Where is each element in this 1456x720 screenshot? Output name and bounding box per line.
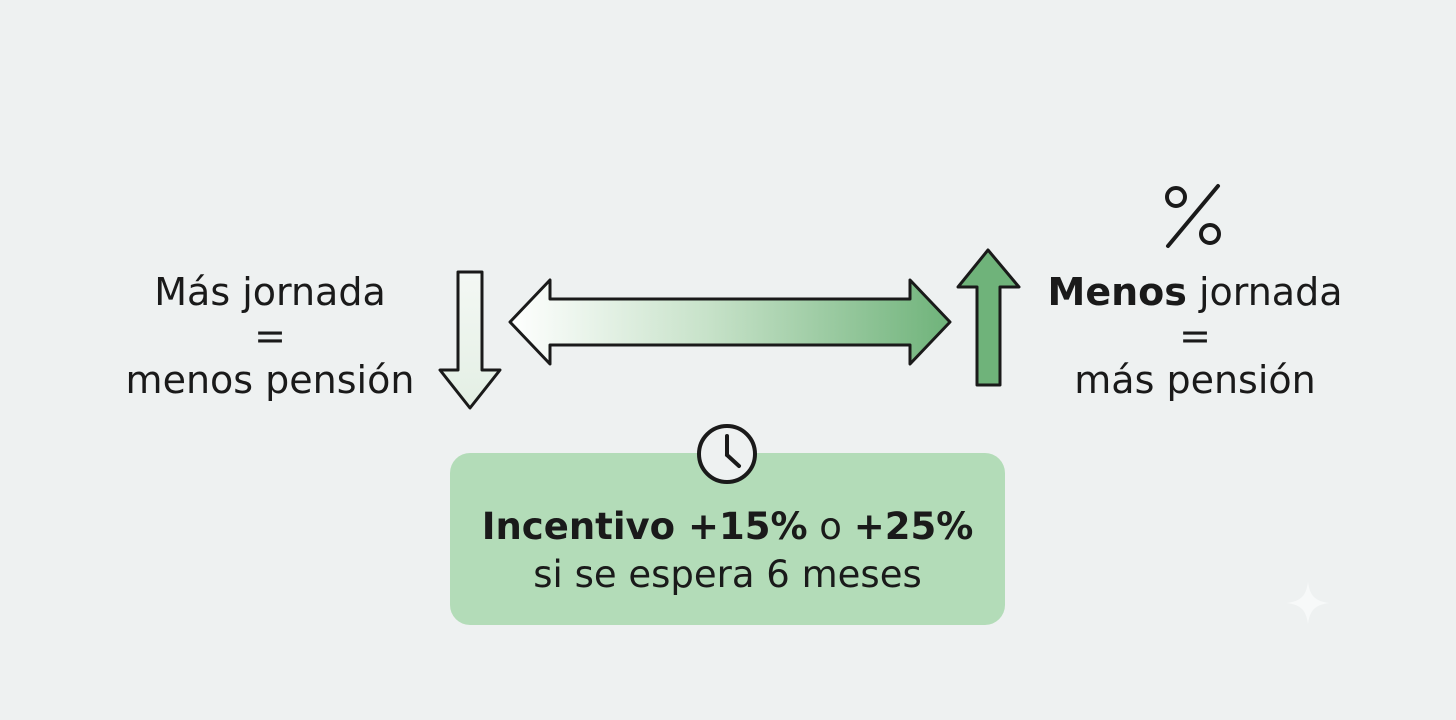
incentive-middle: o — [807, 505, 854, 548]
double-arrow-icon — [508, 278, 952, 366]
left-label-equals: = — [254, 314, 286, 358]
left-label-line3: menos pensión — [125, 358, 415, 402]
incentive-line1: Incentivo +15% o +25% — [450, 503, 1005, 551]
down-arrow-icon — [438, 270, 502, 410]
incentive-bold-b: +25% — [853, 505, 974, 548]
clock-icon — [697, 424, 757, 484]
right-label-rest: jornada — [1186, 270, 1343, 314]
right-label: Menos jornada = más pensión — [1015, 270, 1375, 402]
sparkle-icon — [1287, 582, 1329, 624]
right-label-line3: más pensión — [1074, 358, 1316, 402]
right-label-line1: Menos jornada — [1015, 270, 1375, 314]
right-label-equals: = — [1179, 314, 1211, 358]
incentive-line2: si se espera 6 meses — [533, 553, 922, 596]
left-label: Más jornada = menos pensión — [85, 270, 455, 402]
incentive-bold-a: Incentivo +15% — [481, 505, 808, 548]
percent-icon — [1165, 184, 1221, 248]
right-label-bold: Menos — [1047, 270, 1187, 314]
up-arrow-icon — [956, 248, 1021, 387]
left-label-line1: Más jornada — [154, 270, 386, 314]
